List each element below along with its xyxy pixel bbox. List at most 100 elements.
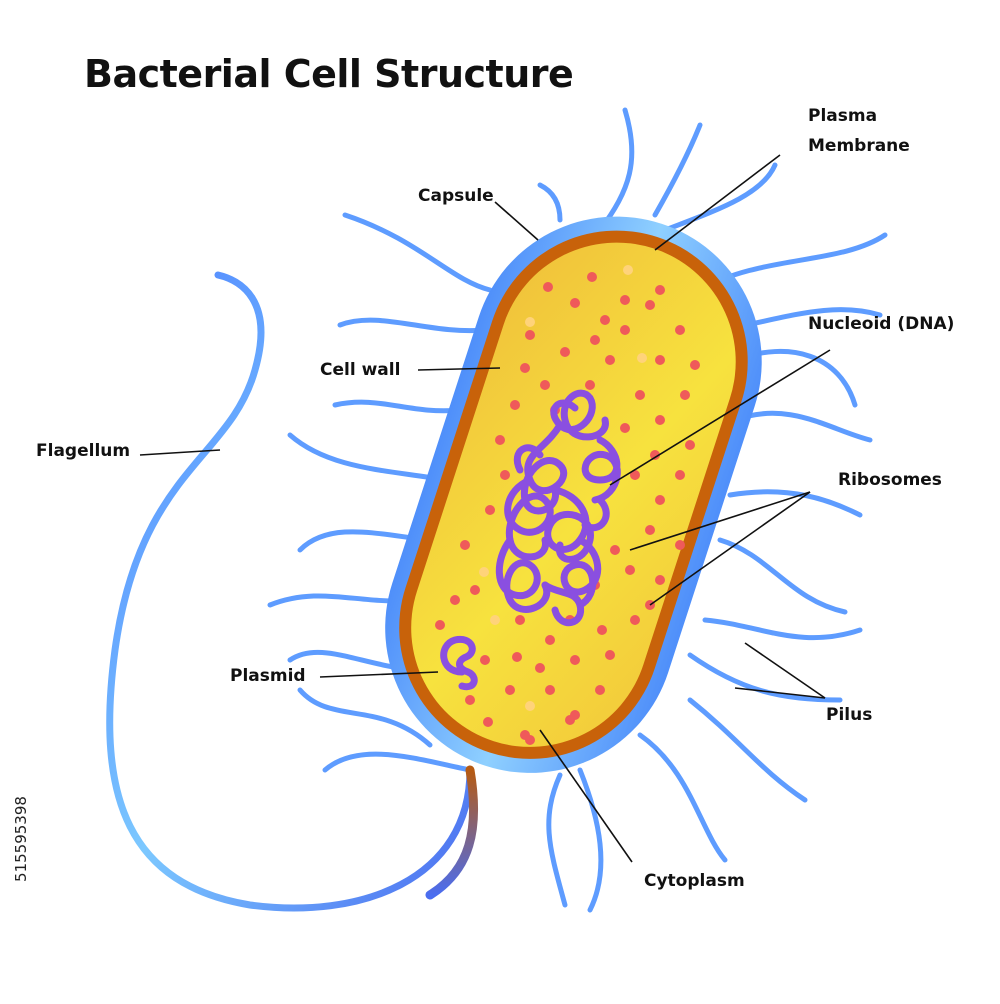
ribosome [500, 470, 510, 480]
pilus [546, 772, 568, 908]
nucleoid-leader [609, 349, 831, 486]
ribosome [590, 335, 600, 345]
ribosome [560, 347, 570, 357]
ribosome [495, 435, 505, 445]
diagram-title: Bacterial Cell Structure [84, 52, 574, 96]
cell-wall-label: Cell wall [320, 360, 401, 380]
ribosome [545, 635, 555, 645]
ribosome [655, 285, 665, 295]
ribosome [605, 650, 615, 660]
pilus [332, 399, 463, 414]
ribosome [585, 380, 595, 390]
plasma-membrane-label-line2: Membrane [808, 136, 910, 156]
ribosome [485, 505, 495, 515]
ribosomes-leader-2 [649, 491, 811, 606]
ribosome [675, 470, 685, 480]
ribosome [540, 380, 550, 390]
plasmid-label: Plasmid [230, 666, 306, 686]
ribosome [600, 315, 610, 325]
ribosome [525, 735, 535, 745]
ribosome [605, 355, 615, 365]
ribosomes [435, 272, 700, 745]
stock-id-watermark: 515595398 [6, 768, 30, 918]
ribosome [535, 663, 545, 673]
ribosome [650, 450, 660, 460]
ribosome [690, 360, 700, 370]
pilus [687, 697, 808, 803]
pilus [577, 767, 604, 913]
ribosome [565, 715, 575, 725]
pilus [597, 107, 635, 233]
plasmid-leader [319, 671, 439, 678]
pilus [637, 732, 728, 863]
pilus [297, 687, 433, 748]
pilus [287, 432, 448, 483]
plasmid [440, 635, 478, 691]
ribosome [635, 390, 645, 400]
ribosome [595, 685, 605, 695]
ribosome [630, 470, 640, 480]
ribosome [480, 655, 490, 665]
ribosome [525, 330, 535, 340]
pilus [717, 537, 848, 615]
ribosome [525, 317, 535, 327]
ribosome [675, 325, 685, 335]
nucleoid-label: Nucleoid (DNA) [808, 314, 955, 334]
leader-lines [139, 154, 831, 863]
ribosome [630, 615, 640, 625]
cytoplasm-leader [539, 729, 633, 863]
ribosome [512, 652, 522, 662]
ribosome [620, 295, 630, 305]
ribosome [623, 265, 633, 275]
ribosome [525, 701, 535, 711]
ribosome [685, 440, 695, 450]
ribosome [543, 282, 553, 292]
ribosome [645, 525, 655, 535]
ribosome [655, 495, 665, 505]
stock-id-text: 515595398 [12, 796, 30, 882]
ribosomes-light [479, 265, 647, 711]
ribosome [655, 355, 665, 365]
pilus [702, 617, 863, 641]
ribosomes-label: Ribosomes [838, 470, 942, 490]
pilus [537, 182, 563, 223]
ribosome [470, 585, 480, 595]
pilus-leader-1 [744, 642, 826, 699]
ribosome [587, 272, 597, 282]
ribosome [597, 625, 607, 635]
ribosome [510, 400, 520, 410]
ribosome [460, 540, 470, 550]
pilus [342, 212, 493, 293]
ribosomes-leader-1 [629, 491, 811, 551]
ribosome [545, 685, 555, 695]
plasma-membrane-leader [654, 154, 781, 251]
ribosome [490, 615, 500, 625]
pilus [652, 122, 703, 218]
pilus [322, 751, 473, 773]
ribosome [637, 353, 647, 363]
ribosome [655, 415, 665, 425]
pilus [732, 410, 873, 443]
ribosome [620, 423, 630, 433]
capsule-leader [494, 201, 539, 241]
ribosome [515, 615, 525, 625]
flagellum-label: Flagellum [36, 441, 131, 461]
ribosome [520, 363, 530, 373]
ribosome [680, 390, 690, 400]
ribosome [479, 567, 489, 577]
flagellum-leader [139, 449, 221, 456]
capsule-label: Capsule [418, 186, 494, 206]
pilus-label: Pilus [826, 705, 873, 725]
ribosome [450, 595, 460, 605]
ribosome [483, 717, 493, 727]
cytoplasm-label: Cytoplasm [644, 871, 745, 891]
cell-wall-leader [417, 367, 501, 371]
pilus [337, 317, 488, 334]
ribosome [625, 565, 635, 575]
ribosome [610, 545, 620, 555]
ribosome [675, 540, 685, 550]
ribosome [645, 300, 655, 310]
ribosome [570, 298, 580, 308]
